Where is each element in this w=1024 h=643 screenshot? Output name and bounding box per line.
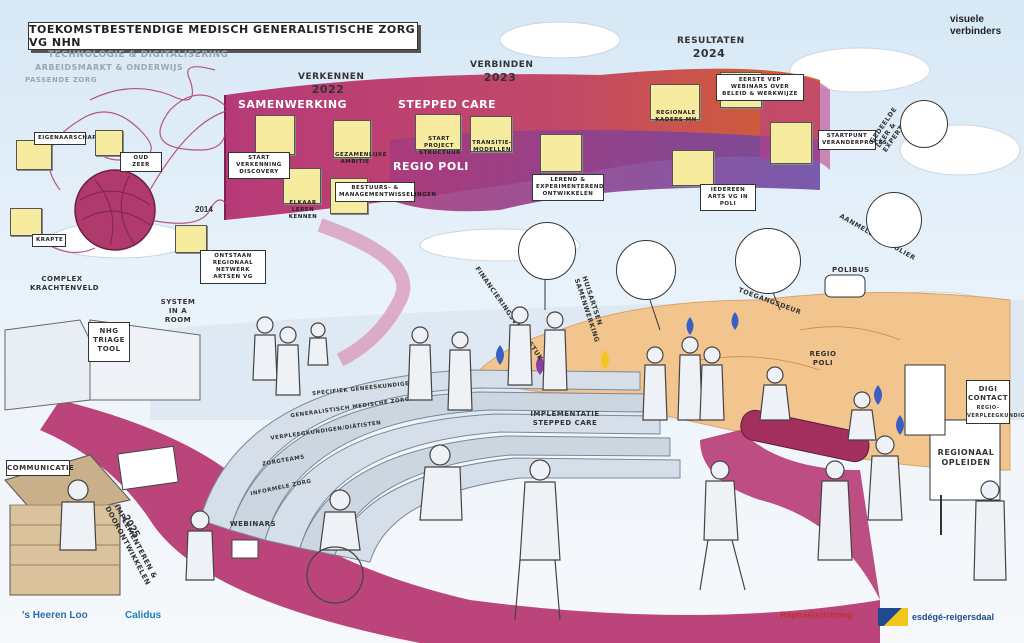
sticky-note-yarn	[16, 140, 52, 170]
person-right-woman	[867, 435, 903, 521]
tag-krapte: KRAPTE	[32, 234, 66, 247]
tag-transitiemodellen: TRANSITIE-MODELLEN	[472, 140, 512, 153]
page-title: TOEKOMSTBESTENDIGE MEDISCH GENERALISTISC…	[28, 22, 418, 50]
tag-iedereen-arts: IEDEREEN ARTS VG IN POLI	[700, 184, 756, 211]
label-complex: COMPLEX KRACHTENVELD	[30, 275, 100, 292]
person-walker-cane	[514, 459, 561, 621]
sticky-note	[255, 115, 295, 155]
person-group-6	[677, 336, 703, 421]
tag-regionale-kaders: REGIONALE KADERS MH	[655, 110, 697, 123]
tag-eerste-webinars: EERSTE VEP WEBINARS OVER BELEID & WERKWI…	[716, 74, 804, 101]
brand-logo: visuele verbinders	[950, 14, 1002, 37]
label-webinars: WEBINARS	[229, 520, 277, 528]
sticky-note	[540, 134, 582, 172]
year-2023: 2023	[483, 70, 517, 84]
person-group-1	[407, 326, 433, 401]
person-kneeling	[847, 391, 877, 441]
year-2022: 2022	[311, 82, 345, 96]
person-sitting	[419, 444, 463, 521]
tag-startpunt: STARTPUNT VERANDERPROCES	[818, 130, 887, 150]
tag-start-project: START PROJECT STRUCTUUR	[419, 136, 461, 156]
tag-eigenaarschap: EIGENAARSCHAP	[34, 132, 96, 145]
logo-calidus: Calidus	[125, 610, 162, 621]
person-webinars	[185, 510, 215, 581]
sticky-note	[770, 122, 812, 164]
label-polibus: POLIBUS	[832, 266, 870, 274]
logo-esdege: esdégé-reigersdaal	[912, 612, 995, 622]
person-walking-right	[699, 460, 746, 591]
person-group-5	[642, 346, 668, 421]
logo-raphael: Raphaëlstichting	[780, 610, 853, 620]
label-verbinden-text: VERBINDEN	[470, 60, 534, 70]
label-regionaal-opleiden: REGIONAAL OPLEIDEN	[937, 448, 995, 467]
label-digi-contact: DIGI CONTACT	[967, 385, 1008, 402]
year-2024: 2024	[692, 46, 726, 60]
person-communicatie	[59, 479, 97, 551]
year-2014: 2014	[195, 205, 213, 214]
person-stairs-2	[275, 326, 301, 396]
sublabel-technologie: TECHNOLOGIE & DIGITALISERING	[48, 50, 229, 60]
label-verkennen-text: VERKENNEN	[298, 72, 365, 82]
person-group-7	[699, 346, 725, 421]
circle-brain-icon	[900, 100, 948, 148]
label-communicatie: COMMUNICATIE	[6, 460, 74, 476]
sublabel-arbeidsmarkt: ARBEIDSMARKT & ONDERWIJS	[35, 63, 184, 72]
person-group-2	[447, 331, 473, 411]
tag-lerend: LEREND & EXPERIMENTEREND ONTWIKKELEN	[532, 174, 604, 201]
person-stairs-3	[307, 322, 329, 366]
person-stairs-1	[252, 316, 278, 381]
label-nhg: NHG TRIAGE TOOL	[88, 322, 130, 362]
circle-form-icon	[866, 192, 922, 248]
tag-oud-zeer: OUD ZEER	[120, 152, 162, 172]
board-digi-contact: DIGI CONTACT REGIO-VERPLEEGKUNDIGE	[966, 380, 1024, 424]
circle-door-icon	[735, 228, 801, 294]
person-wheelchair	[306, 489, 364, 604]
label-regio-poli: REGIO POLI	[809, 350, 837, 367]
person-right-man	[817, 460, 853, 561]
circle-house-icon	[616, 240, 676, 300]
sticky-note	[672, 150, 714, 186]
sticky-note	[650, 84, 700, 120]
tag-ontstaan: ONTSTAAN REGIONAAL NETWERK ARTSEN VG	[200, 250, 266, 284]
tag-elkaar-leren-kennen: ELKAAR LEREN KENNEN	[288, 200, 318, 220]
label-implementatie: IMPLEMENTATIE STEPPED CARE	[530, 410, 600, 427]
label-system-room: SYSTEM IN A ROOM	[160, 298, 196, 324]
person-carpet	[759, 366, 791, 421]
band-samenwerking: SAMENWERKING	[238, 98, 348, 111]
person-far-right	[973, 480, 1007, 581]
sticky-note	[415, 114, 461, 150]
logo-heeren-loo: 's Heeren Loo	[22, 610, 88, 621]
sticky-note	[333, 120, 371, 158]
sticky-note-yarn	[95, 130, 123, 156]
sticky-note-yarn	[175, 225, 207, 253]
band-regio-poli: REGIO POLI	[393, 160, 469, 173]
label-regio-verpleegkundige: REGIO-VERPLEEGKUNDIGE	[967, 404, 1024, 420]
sticky-note-yarn	[10, 208, 42, 236]
person-group-4	[542, 311, 568, 391]
person-group-3	[507, 306, 533, 386]
band-stepped-care: STEPPED CARE	[398, 98, 497, 111]
circle-money-icon	[518, 222, 576, 280]
sticky-note	[470, 116, 512, 152]
esdege-mark-icon	[878, 608, 908, 626]
tag-start-verkenning: START VERKENNING DISCOVERY	[228, 152, 290, 179]
sublabel-passende-zorg: PASSENDE ZORG	[25, 76, 98, 84]
label-resultaten-text: RESULTATEN	[677, 36, 745, 46]
tag-bestuurs: BESTUURS- & MANAGEMENTWISSELINGEN	[335, 182, 436, 202]
tag-gezamenlijke-ambitie: GEZAMENLIJKE AMBITIE	[335, 152, 387, 165]
